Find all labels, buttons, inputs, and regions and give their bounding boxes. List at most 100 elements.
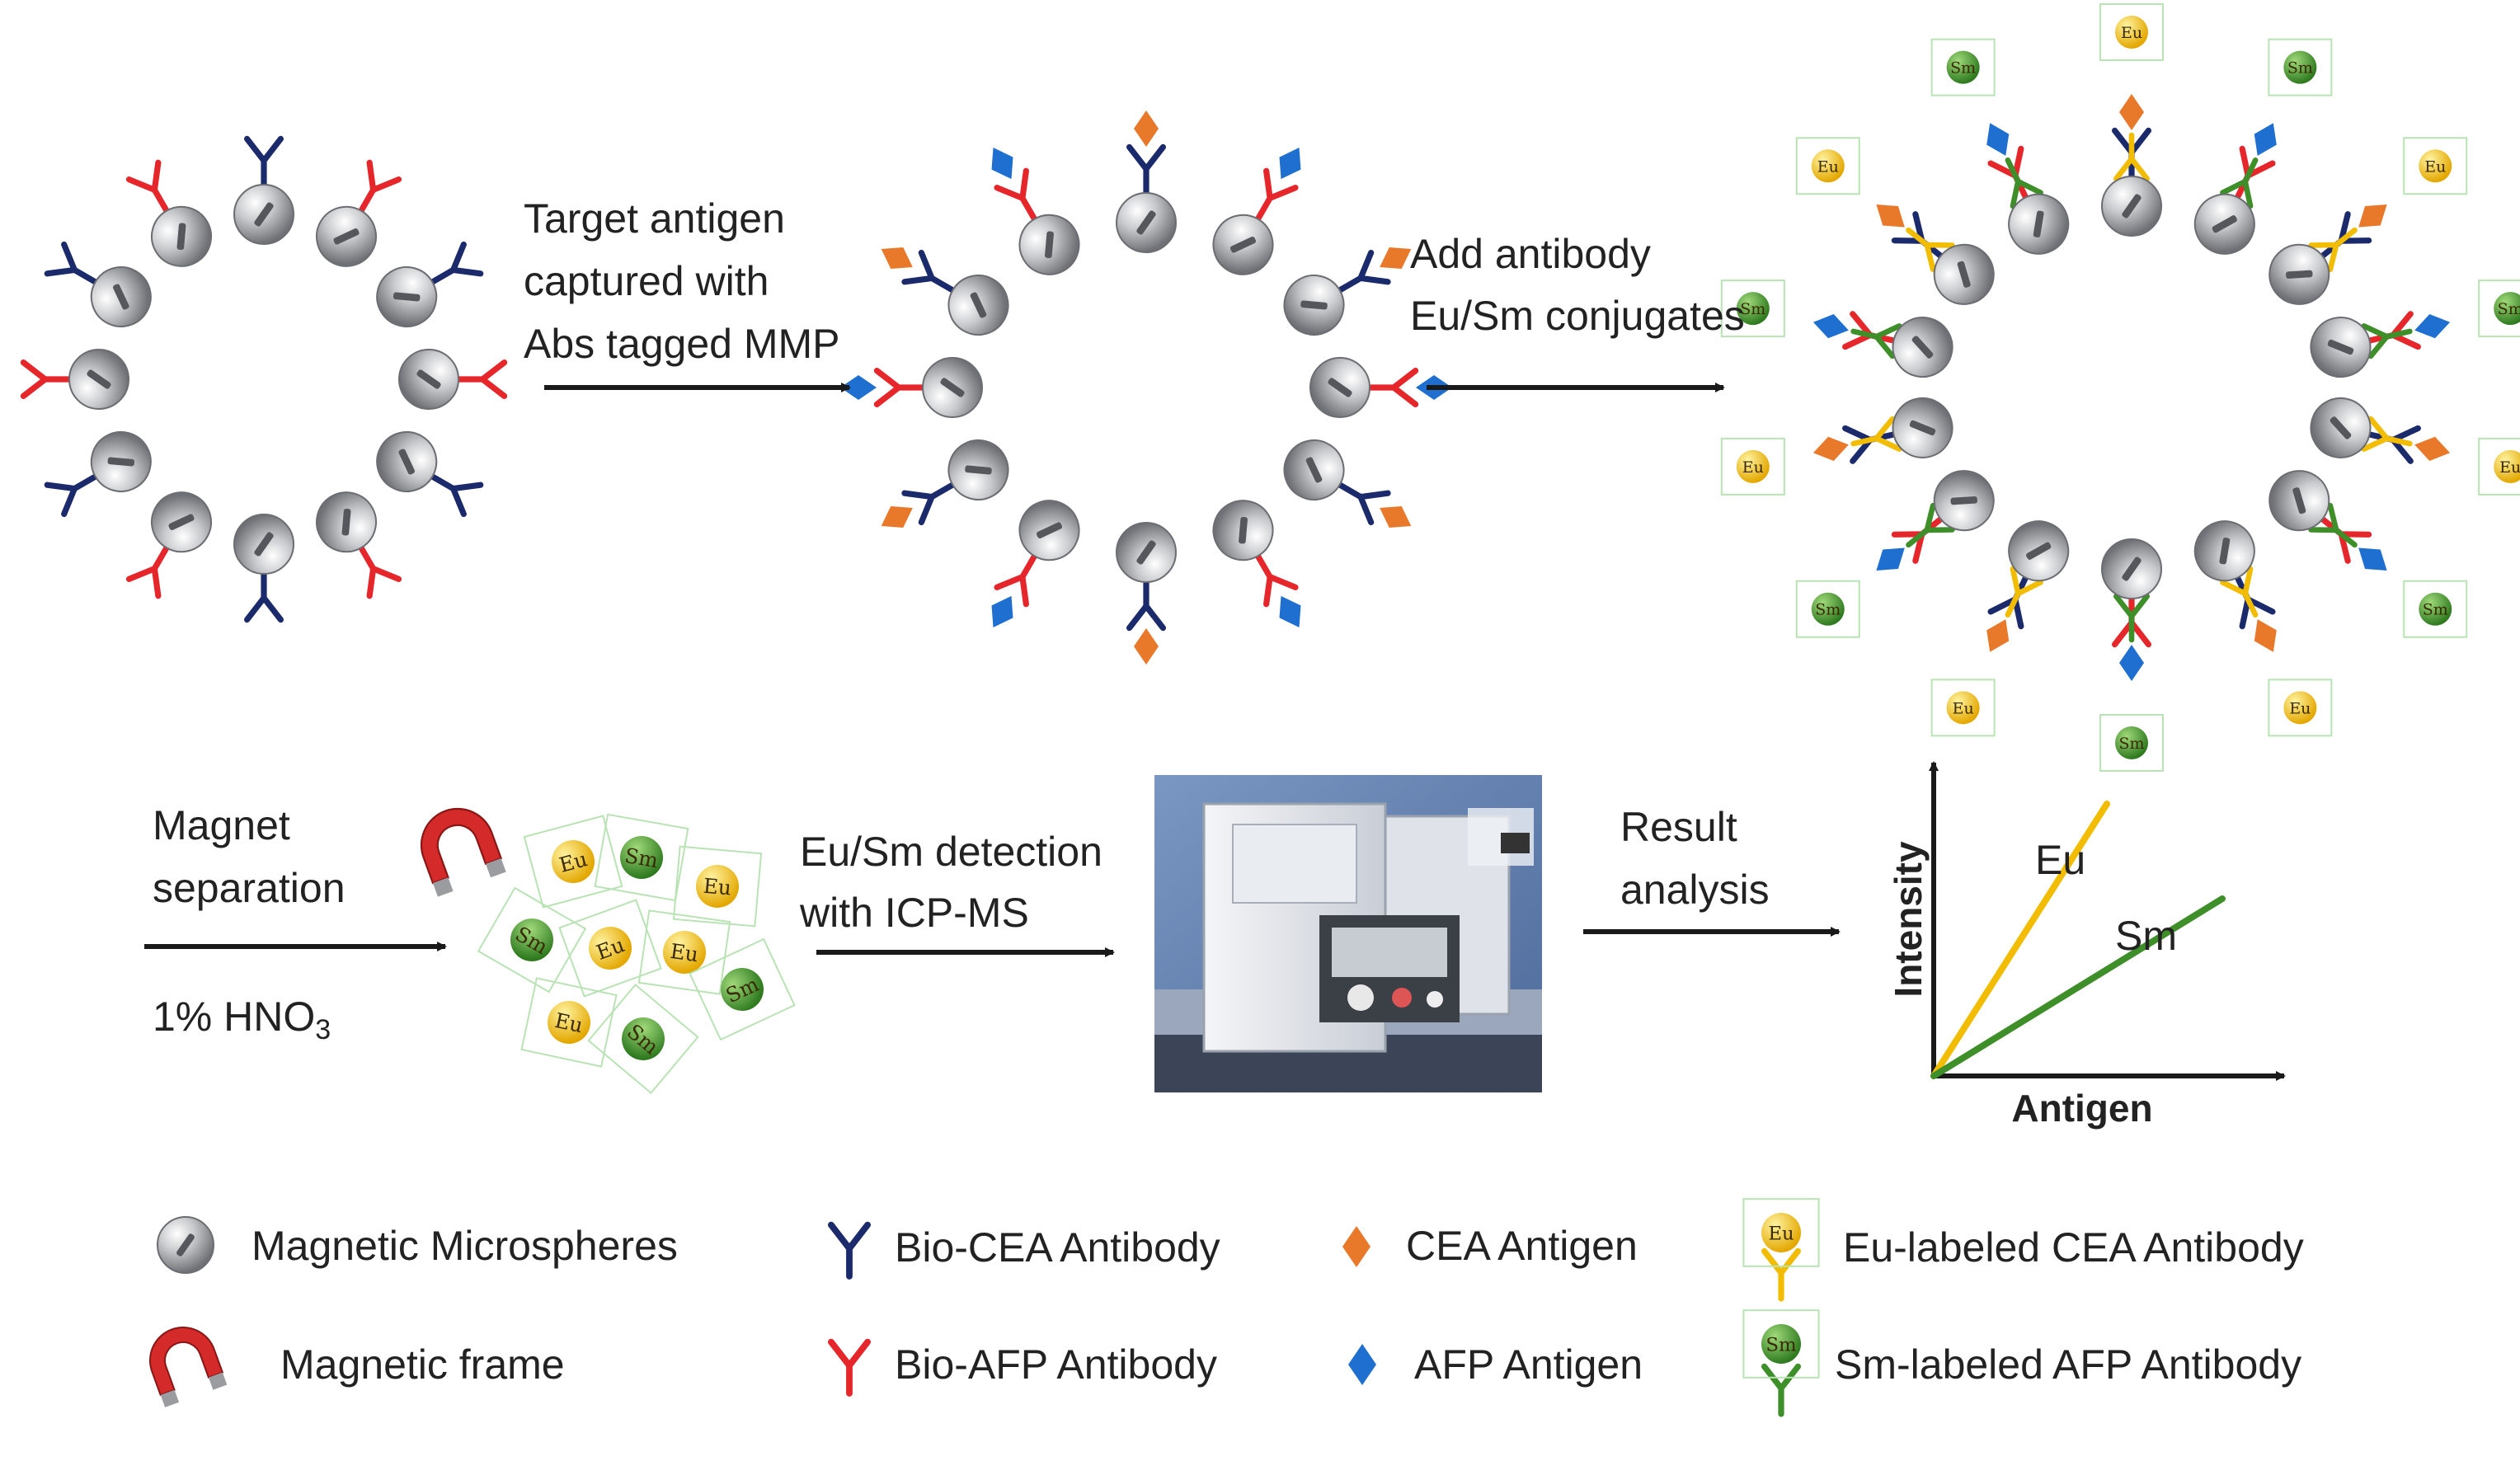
microsphere [90,431,152,492]
afp-antigen [1279,595,1301,627]
step5-label: Result analysis [1620,804,1770,913]
legend-microsphere-icon [157,1216,214,1274]
cea-capture-unit [881,439,1009,528]
cea-antigen [1876,204,1905,228]
step1-line2: captured with [524,258,769,304]
microsphere [2008,193,2070,255]
chart-series-eu [1930,801,2110,1079]
bio-cea-antibody [1335,481,1391,526]
microsphere [1892,317,1953,378]
bio-afp-antibody [125,543,171,599]
microsphere [233,514,294,575]
eu-detection-antibody [2005,566,2043,618]
eu-tag: Eu [2403,137,2468,195]
eu-tag: Eu [2099,3,2164,61]
microsphere [376,431,438,492]
step3-line3: 1% HNO3 [153,994,331,1045]
microsphere [1892,397,1953,458]
diamond-shape [1348,1344,1376,1385]
eu-detection-antibody [2361,416,2413,452]
microsphere [1116,192,1177,253]
eu-detection-antibody [2308,227,2358,273]
chart-x-label: Antigen [2011,1087,2152,1130]
step1-label: Target antigen captured with Abs tagged … [524,195,840,367]
y-antibody-shape [828,1338,871,1397]
microsphere [68,349,129,410]
svg-text:Sm: Sm [2118,735,2144,753]
svg-text:Eu: Eu [2121,24,2142,42]
bio-afp-antibody [357,543,402,599]
cea-antigen [2358,204,2387,228]
step3-label: Magnet separation 1% HNO3 [153,802,346,1045]
eu-tag: Eu [672,845,763,928]
cea-antigen [1134,628,1159,665]
legend-magnetic-frame-label: Magnetic frame [280,1341,565,1388]
sm-detection-antibody [2308,502,2358,548]
afp-antigen [840,375,877,400]
svg-text:Sm: Sm [2498,300,2520,318]
afp-antigen [1876,547,1905,571]
microsphere [398,349,459,410]
microsphere [1018,500,1080,561]
legend-cea-antigen-label: CEA Antigen [1406,1223,1638,1269]
cea-capture-unit: Eu [2193,520,2333,737]
microsphere [151,205,212,267]
sm-detection-antibody [2113,593,2150,643]
step2-label: Add antibody Eu/Sm conjugates [1410,231,1745,339]
afp-antigen [991,595,1013,627]
afp-antigen [2414,314,2451,339]
cea-antigen [1134,110,1159,147]
step1-line3: Abs tagged MMP [524,321,840,367]
microsphere [2268,243,2330,305]
eu-detection-antibody [2113,132,2150,182]
capture-ring-antigens [840,110,1452,665]
afp-capture-unit: Sm [2268,470,2468,638]
y-antibody-shape [1761,1363,1801,1417]
sm-tag: Sm [1795,580,1860,638]
bio-cea-antibody [1335,249,1391,294]
svg-text:Eu: Eu [1953,699,1974,717]
magnet-shape [149,1327,228,1407]
chart-series-eu-label: Eu [2035,837,2085,883]
svg-text:Sm: Sm [2423,601,2448,619]
bio-afp-antibody [357,159,402,215]
svg-text:Eu: Eu [703,874,732,900]
afp-capture-unit [1212,148,1301,275]
afp-capture-unit: Sm [2099,538,2164,772]
chart-series-sm-label: Sm [2115,913,2177,959]
microsphere [151,491,212,553]
bio-afp-antibody [873,368,928,407]
sm-tag: Sm [594,813,689,902]
step5-line1: Result [1620,804,1737,850]
sm-tag: Sm [587,983,699,1095]
afp-capture-unit [398,349,508,410]
microsphere [947,275,1009,336]
bio-cea-antibody [1126,577,1166,632]
svg-text:Sm: Sm [1740,300,1765,318]
cea-capture-unit [233,135,294,245]
svg-text:Eu: Eu [1817,157,1839,176]
cea-capture-unit [376,241,484,327]
svg-text:Eu: Eu [1768,1223,1794,1244]
microsphere [2310,397,2372,458]
cea-capture-unit: Eu [1720,397,1953,496]
svg-text:Eu: Eu [1742,458,1764,477]
afp-capture-unit: Sm [1930,38,2070,255]
y-antibody-shape [1761,1247,1801,1302]
legend-magnet-icon [149,1327,228,1407]
cea-capture-unit: Eu [2310,397,2520,496]
svg-text:Eu: Eu [669,939,700,966]
svg-text:Sm: Sm [623,843,661,873]
afp-capture-unit [20,349,129,410]
bio-afp-antibody [1253,167,1299,223]
cea-capture-unit [1283,439,1412,528]
bio-cea-antibody [428,472,484,518]
microsphere [316,205,377,267]
magnet-shape [420,807,506,897]
eu-tag: Eu [558,899,662,998]
eu-tag: Eu [1742,1198,1820,1267]
eu-detection-antibody [1906,227,1955,273]
eu-detection-antibody [1850,416,1902,452]
afp-capture-unit [840,357,983,418]
eu-tag: Eu [1795,137,1860,195]
